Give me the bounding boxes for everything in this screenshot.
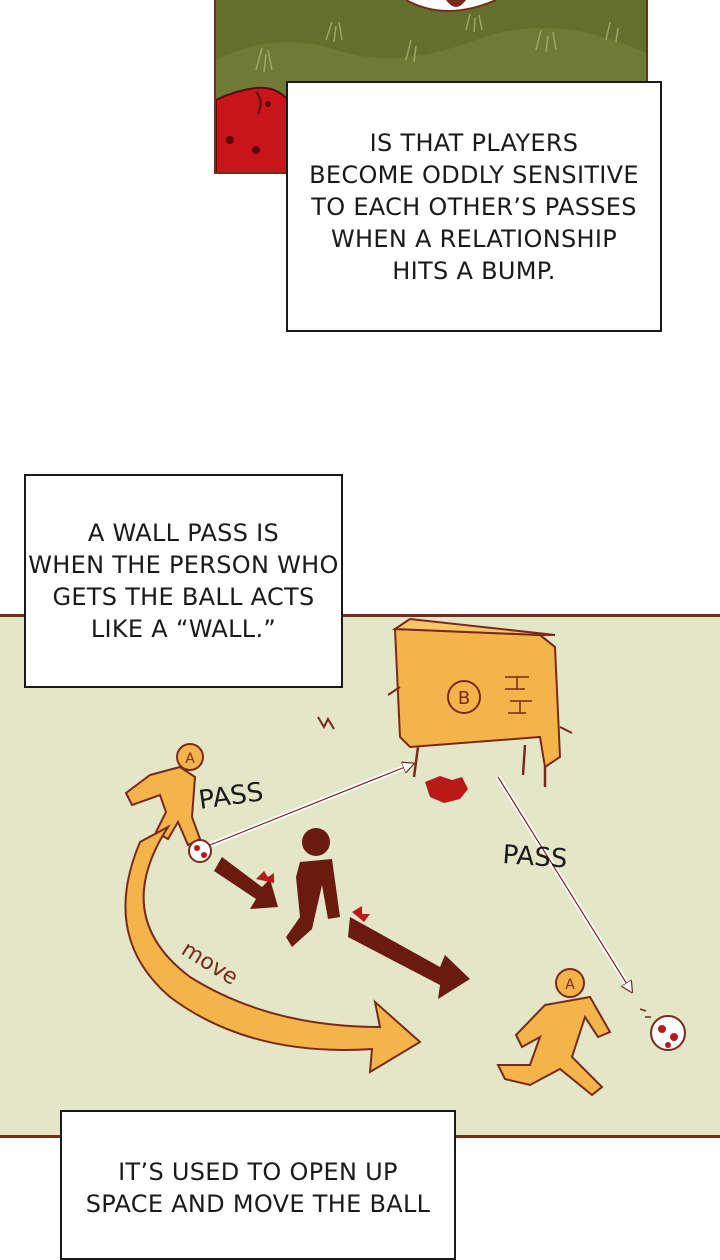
player-a-label-1: A: [185, 751, 195, 767]
wall-pass-diagram-panel: B PASS PASS A move: [0, 614, 720, 1138]
move-arrow: [124, 824, 422, 1074]
wall-pass-diagram: B PASS PASS A move: [124, 617, 686, 1097]
pressure-arrow-right: [348, 917, 470, 999]
pressure-arrow-left: [214, 857, 278, 909]
pass-label-2: PASS: [502, 840, 569, 874]
caption-text: IS THAT PLAYERS BECOME ODDLY SENSITIVE T…: [309, 128, 639, 285]
caption-text: A WALL PASS IS WHEN THE PERSON WHO GETS …: [28, 519, 339, 643]
player-a-end: A: [496, 968, 612, 1097]
caption-box-wall-pass: A WALL PASS IS WHEN THE PERSON WHO GETS …: [24, 474, 343, 688]
defender-figure: [286, 828, 340, 947]
caption-text: IT’S USED TO OPEN UP SPACE AND MOVE THE …: [85, 1158, 431, 1218]
wall-label: B: [458, 688, 470, 709]
player-a-label-2: A: [565, 977, 575, 993]
wall-figure: B: [317, 617, 573, 787]
caption-box-open-space: IT’S USED TO OPEN UP SPACE AND MOVE THE …: [60, 1110, 456, 1260]
red-boot: [216, 86, 289, 172]
player-a-start: A: [124, 743, 204, 847]
ball-end: [650, 1015, 686, 1051]
pass-label-1: PASS: [197, 777, 265, 816]
caption-box-relationship: IS THAT PLAYERS BECOME ODDLY SENSITIVE T…: [286, 81, 662, 332]
ball-start: [188, 839, 212, 863]
